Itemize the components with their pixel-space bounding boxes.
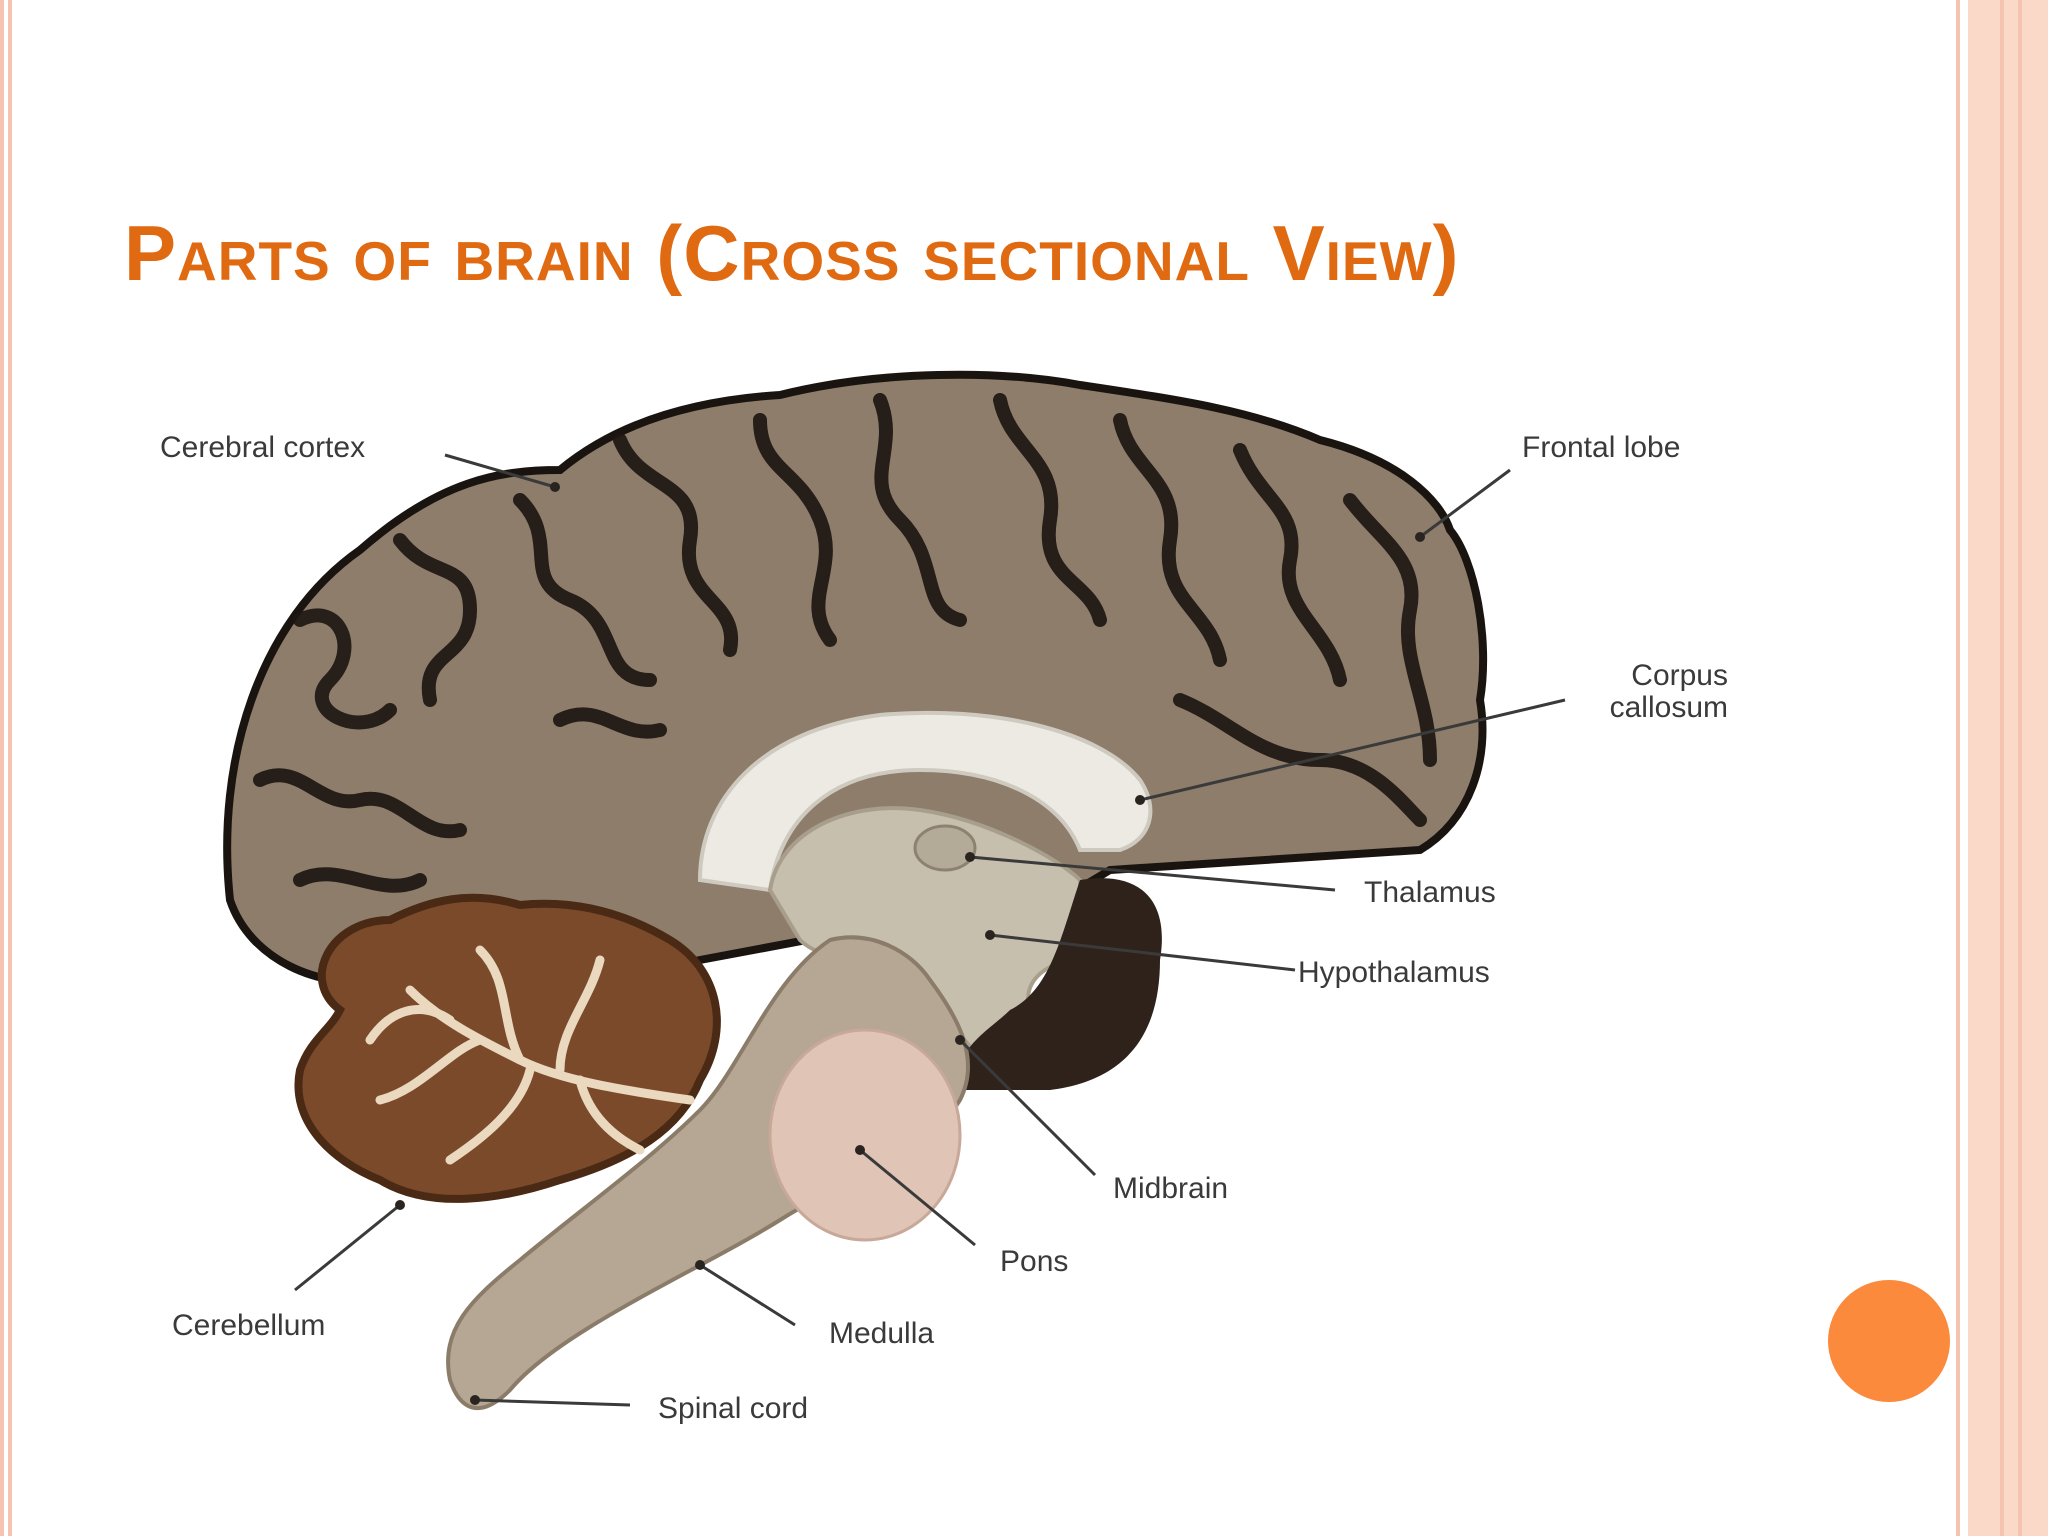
label-pons: Pons [1000,1245,1069,1278]
slide-frame-left [0,0,16,1536]
leader-points [395,482,1425,1405]
label-spinal-cord: Spinal cord [658,1392,809,1425]
leader-lines [294,453,1566,1407]
label-cerebellum: Cerebellum [172,1309,326,1342]
label-thalamus: Thalamus [1364,876,1496,909]
arbor-vitae [365,945,695,1165]
cerebellum-shape [294,893,721,1203]
label-corpus-callosum-line1: Corpus [1631,659,1728,692]
label-corpus-callosum-line2: callosum [1609,690,1728,724]
slide-title: Parts of brain (Cross sectional View) [124,209,1460,297]
decorative-orange-circle [1828,1280,1950,1402]
label-corpus-callosum: Corpus callosum [1560,660,1728,723]
slide-frame-right [1948,0,2048,1536]
label-medulla: Medulla [829,1317,935,1350]
thalamus-shape [913,824,977,872]
corpus-callosum [697,710,1153,893]
pons-shape [768,1028,962,1242]
midbrain-dark [958,878,1162,1090]
label-midbrain: Midbrain [1113,1172,1229,1205]
label-cerebral-cortex: Cerebral cortex [160,431,366,464]
label-hypothalamus: Hypothalamus [1298,956,1490,989]
cortex-sulci [253,393,1437,893]
label-frontal-lobe: Frontal lobe [1522,431,1681,464]
